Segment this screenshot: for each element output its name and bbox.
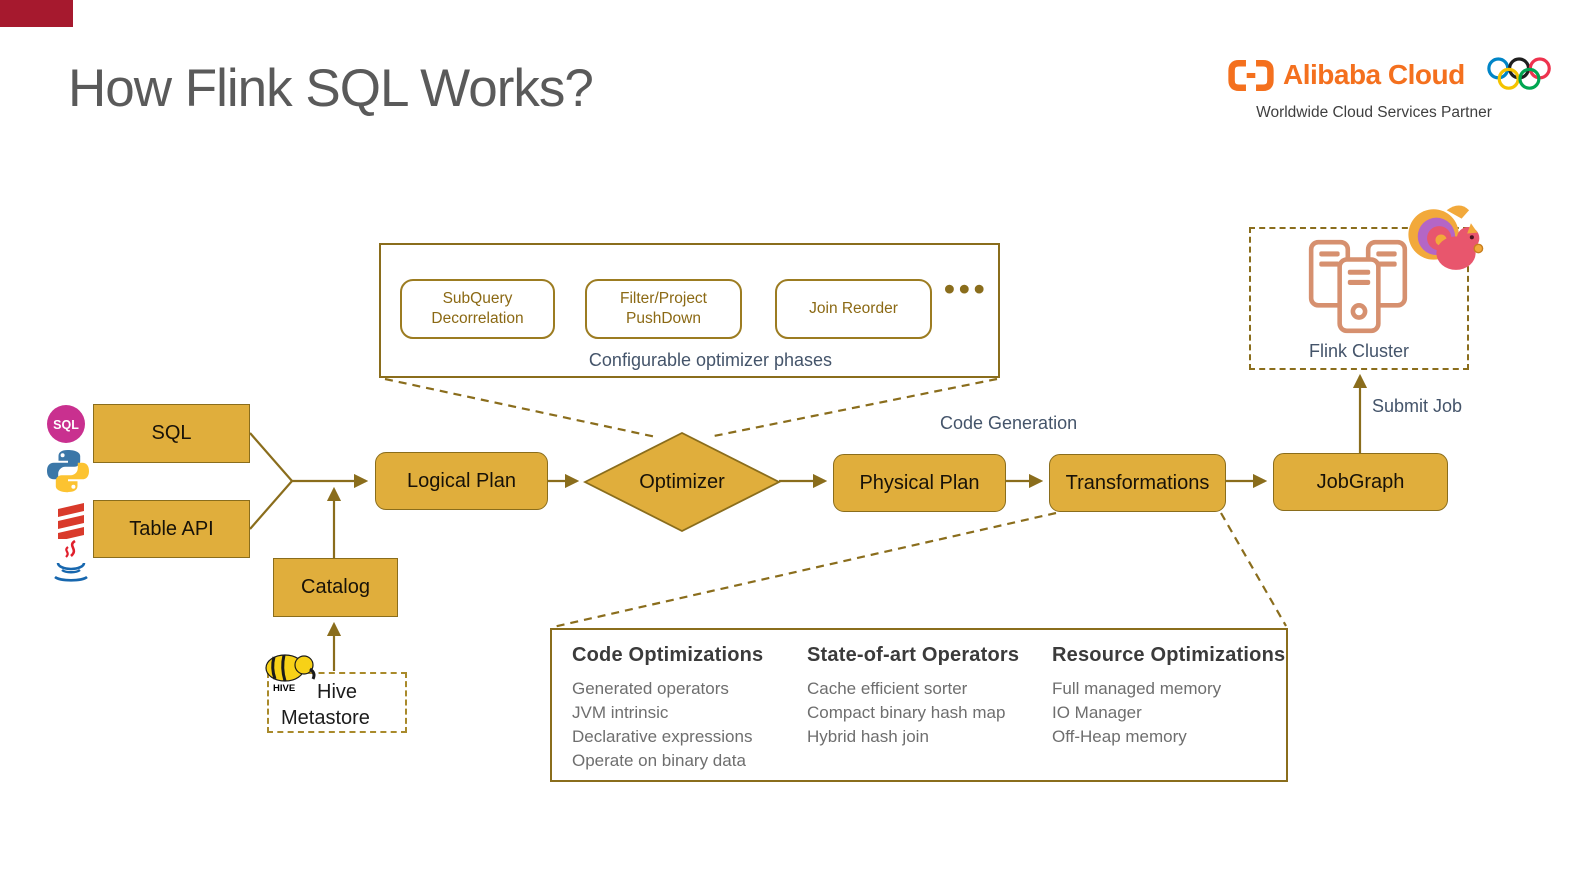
node-optimizer: Optimizer (585, 433, 779, 531)
phase-subquery-decorrelation: SubQuery Decorrelation (400, 279, 555, 339)
server-cluster-icon (1303, 235, 1415, 339)
flink-cluster-box: Flink Cluster (1249, 227, 1469, 370)
node-logical-plan-label: Logical Plan (407, 469, 516, 492)
list-item: Compact binary hash map (807, 703, 1006, 722)
svg-text:SQL: SQL (53, 418, 79, 432)
code-optimizations-column: Code Optimizations Generated operators J… (572, 644, 763, 773)
node-optimizer-label: Optimizer (639, 470, 725, 493)
node-transformations-label: Transformations (1065, 471, 1210, 494)
svg-text:HIVE: HIVE (273, 683, 295, 694)
node-table-api-label: Table API (129, 517, 214, 540)
state-of-art-operators-column: State-of-art Operators Cache efficient s… (807, 644, 1019, 749)
java-icon (48, 539, 94, 587)
more-phases-ellipsis: ••• (944, 271, 989, 306)
node-physical-plan-label: Physical Plan (859, 471, 980, 494)
optimizations-frame: Code Optimizations Generated operators J… (550, 628, 1288, 782)
code-optimizations-heading: Code Optimizations (572, 644, 764, 666)
list-item: Off-Heap memory (1052, 727, 1187, 746)
brand-block: Alibaba Cloud Worldwide Cloud Services P… (1228, 54, 1551, 122)
brand-name: Alibaba Cloud (1283, 59, 1465, 90)
corner-accent-bar (0, 0, 73, 27)
node-jobgraph: JobGraph (1273, 453, 1448, 511)
node-logical-plan: Logical Plan (375, 452, 548, 510)
hive-metastore-label: Hive Metastore (281, 681, 370, 729)
optimizer-phases-frame: SubQuery Decorrelation Filter/Project Pu… (379, 243, 1000, 378)
optimizer-phases-caption: Configurable optimizer phases (588, 350, 833, 370)
state-of-art-operators-heading: State-of-art Operators (807, 644, 1020, 666)
phase-join-reorder: Join Reorder (775, 279, 932, 339)
code-generation-label: Code Generation (940, 413, 1078, 433)
hive-logo-icon: HIVE (260, 649, 320, 695)
olympic-rings-icon (1487, 54, 1553, 96)
list-item: Declarative expressions (572, 727, 753, 746)
phase-subquery-label: SubQuery Decorrelation (431, 289, 524, 327)
list-item: JVM intrinsic (572, 703, 669, 722)
node-catalog-label: Catalog (301, 576, 370, 598)
flink-squirrel-icon (1398, 199, 1486, 283)
list-item: IO Manager (1052, 703, 1142, 722)
sql-badge-icon: SQL (46, 404, 86, 444)
resource-optimizations-column: Resource Optimizations Full managed memo… (1052, 644, 1285, 749)
phase-filter-project-pushdown: Filter/Project PushDown (585, 279, 742, 339)
node-sql: SQL (93, 404, 250, 463)
node-sql-label: SQL (151, 422, 192, 444)
node-transformations: Transformations (1049, 454, 1226, 512)
hive-metastore-box: Hive Metastore (267, 672, 407, 733)
phase-filter-label: Filter/Project PushDown (620, 289, 707, 327)
list-item: Cache efficient sorter (807, 679, 968, 698)
list-item: Generated operators (572, 679, 729, 698)
list-item: Hybrid hash join (807, 727, 929, 746)
submit-job-label: Submit Job (1372, 396, 1463, 416)
node-table-api: Table API (93, 500, 250, 558)
page-title: How Flink SQL Works? (68, 59, 594, 118)
phase-join-label: Join Reorder (809, 299, 898, 317)
list-item: Operate on binary data (572, 751, 746, 770)
scala-icon (52, 499, 90, 539)
alibaba-cloud-icon (1228, 59, 1274, 92)
flink-cluster-label: Flink Cluster (1308, 341, 1410, 361)
node-jobgraph-label: JobGraph (1316, 470, 1405, 493)
node-physical-plan: Physical Plan (833, 454, 1006, 512)
list-item: Full managed memory (1052, 679, 1222, 698)
python-icon (44, 447, 92, 495)
node-catalog: Catalog (273, 558, 398, 617)
resource-optimizations-heading: Resource Optimizations (1052, 644, 1286, 666)
brand-tagline: Worldwide Cloud Services Partner (1256, 104, 1492, 121)
